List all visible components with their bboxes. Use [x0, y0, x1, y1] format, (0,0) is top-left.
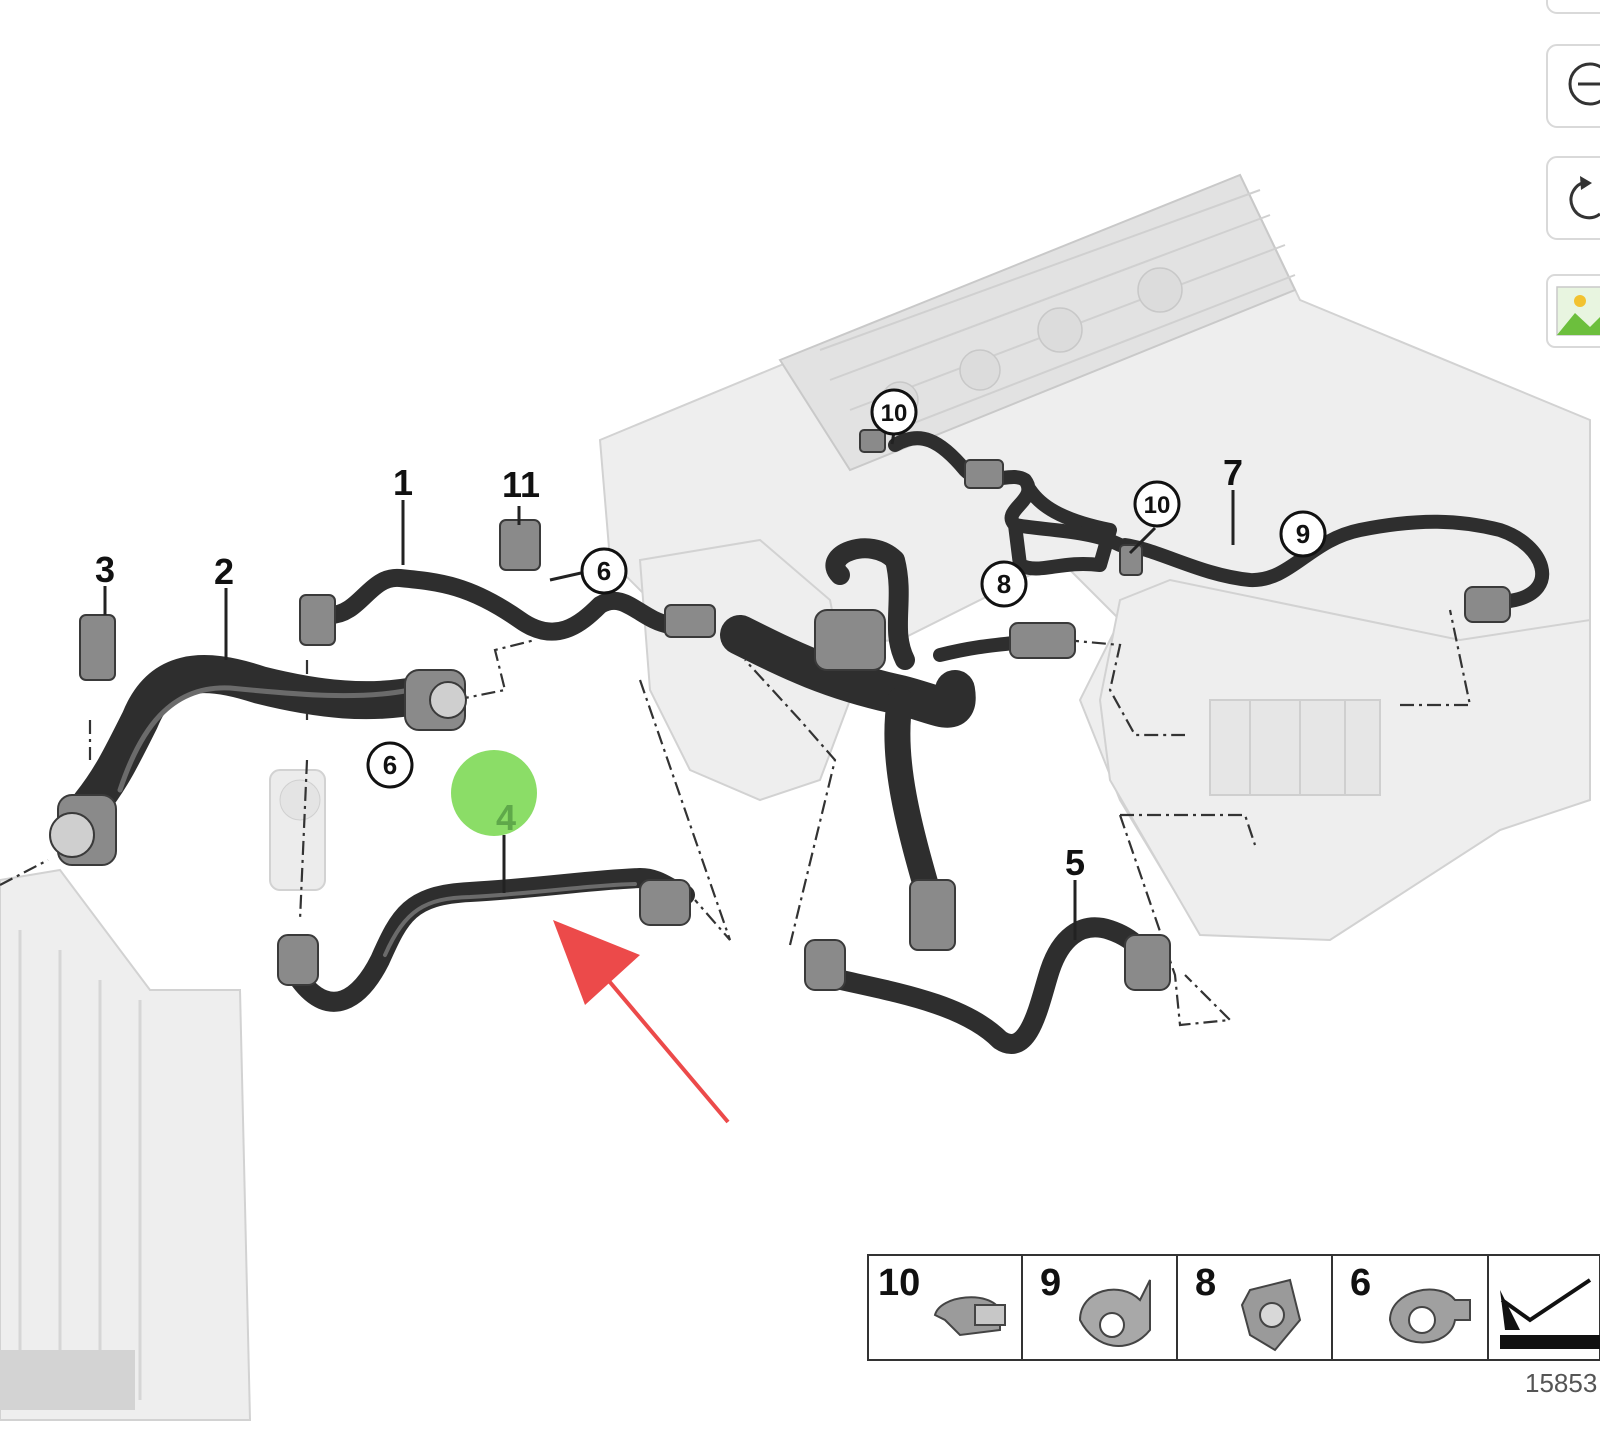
callout-6-lower: 6	[383, 750, 397, 780]
hose-2	[71, 655, 439, 824]
callout-1: 1	[393, 462, 413, 503]
hose-7-9	[1118, 514, 1550, 612]
callout-11: 11	[502, 464, 540, 505]
hose-1	[321, 568, 679, 641]
highlight-marker	[451, 750, 537, 836]
svg-text:8: 8	[1195, 1262, 1216, 1304]
legend-item-8: 8	[1195, 1262, 1302, 1352]
hose-clip-8-icon	[1240, 1278, 1302, 1352]
legend-item-6: 6	[1350, 1262, 1471, 1344]
valve-ghost	[269, 769, 326, 891]
hose-8-10	[888, 431, 1127, 576]
legend-item-9: 9	[1040, 1262, 1151, 1347]
callout-10-right: 10	[1144, 492, 1171, 519]
callout-8: 8	[997, 569, 1011, 599]
clip-legend: 10 9 8 6	[867, 1254, 1600, 1361]
callouts: 1 11 3 2 7 5	[95, 452, 1243, 883]
zoom-out-icon	[1568, 62, 1600, 106]
zoom-out-button[interactable]	[1546, 44, 1600, 128]
svg-text:10: 10	[878, 1262, 920, 1304]
callout-9: 9	[1296, 519, 1310, 549]
rotate-button[interactable]	[1546, 156, 1600, 240]
legend-item-10: 10	[878, 1262, 1006, 1337]
svg-text:9: 9	[1040, 1262, 1061, 1304]
hose-clip-6-icon	[1388, 1288, 1471, 1344]
hose-4	[290, 868, 695, 1012]
callout-5: 5	[1065, 842, 1085, 883]
red-arrow-icon	[553, 920, 730, 1124]
callout-4: 4	[496, 797, 516, 838]
circled-callouts: 10 10 6 6 8 9	[366, 388, 1327, 789]
leader-lines	[103, 431, 1235, 940]
rotate-icon	[1569, 176, 1600, 220]
callout-3: 3	[95, 549, 115, 590]
radiator-ghost	[0, 868, 252, 1421]
part-4-highlight: 4	[451, 750, 537, 838]
figure-number: 15853	[1525, 1368, 1597, 1398]
flow-direction-icon	[1500, 1278, 1600, 1349]
callout-10-top: 10	[881, 400, 908, 427]
callout-2: 2	[214, 551, 234, 592]
hose-clip-10-icon	[933, 1296, 1006, 1337]
side-toolbar	[1546, 0, 1600, 348]
callout-6-upper: 6	[597, 556, 611, 586]
hose-5	[810, 917, 1170, 1054]
image-icon	[1556, 286, 1600, 336]
expansion-tank-ghost	[1098, 578, 1591, 942]
hose-clip-9-icon	[1078, 1279, 1151, 1347]
connectors	[49, 429, 1511, 991]
image-button[interactable]	[1546, 274, 1600, 348]
callout-7: 7	[1223, 452, 1243, 493]
svg-text:6: 6	[1350, 1262, 1371, 1304]
